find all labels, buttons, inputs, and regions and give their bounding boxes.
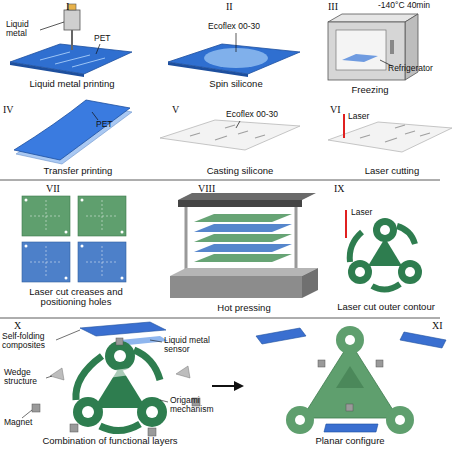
panel-numeral: II xyxy=(226,1,233,12)
panel-numeral: V xyxy=(172,104,179,115)
panel-numeral: IX xyxy=(334,183,345,194)
part-label: Wedge structure xyxy=(4,368,50,387)
step-caption: Hot pressing xyxy=(184,303,304,313)
part-label: PET xyxy=(96,120,113,129)
casting-illustration xyxy=(160,120,300,150)
laser-cutting-illustration xyxy=(328,114,452,152)
step-caption: Spin silicone xyxy=(176,79,296,89)
panel-numeral: VI xyxy=(330,104,341,115)
panel-numeral: VIII xyxy=(198,183,215,194)
part-label: Laser xyxy=(348,112,369,121)
step-caption: Laser cut creases and positioning holes xyxy=(6,287,146,308)
step-caption: Liquid metal printing xyxy=(0,79,147,89)
panel-numeral: VII xyxy=(46,183,60,194)
step-caption: Freezing xyxy=(320,85,420,95)
step-arrow xyxy=(212,385,242,387)
planar-configuration xyxy=(256,326,446,434)
part-label: PET xyxy=(94,34,111,43)
printing-illustration xyxy=(10,4,132,77)
panel-numeral: XI xyxy=(432,320,443,331)
step-caption: Combination of functional layers xyxy=(0,436,220,446)
panel-numeral: IV xyxy=(3,104,14,115)
parameter-label: -140°C 40min xyxy=(378,1,430,10)
step-caption: Laser cut outer contour xyxy=(316,302,456,312)
hot-press xyxy=(170,193,318,298)
part-label: Refrigerator xyxy=(388,64,433,73)
transfer-illustration xyxy=(14,100,132,164)
part-label: Self-folding composites xyxy=(2,332,64,351)
row-separator xyxy=(0,318,440,319)
panel-numeral: III xyxy=(328,1,338,12)
spin-illustration xyxy=(168,33,300,77)
part-label: Laser xyxy=(351,208,372,217)
crease-sheets xyxy=(22,196,126,282)
part-label: Ecoflex 00-30 xyxy=(208,22,260,31)
step-caption: Casting silicone xyxy=(170,166,310,176)
part-label: Liquid metal xyxy=(6,20,44,39)
row-separator xyxy=(0,180,440,181)
part-label: Origami mechanism xyxy=(170,396,226,415)
step-caption: Transfer printing xyxy=(3,166,153,176)
step-caption: Planar configure xyxy=(280,436,420,446)
part-label: Magnet xyxy=(4,418,32,427)
outer-contour-cut xyxy=(346,210,422,290)
panel-numeral: I xyxy=(66,1,69,12)
part-label: Ecoflex 00-30 xyxy=(226,110,278,119)
panel-numeral: X xyxy=(14,320,21,331)
part-label: Liquid metal sensor xyxy=(164,336,224,355)
step-caption: Laser cutting xyxy=(332,166,452,176)
